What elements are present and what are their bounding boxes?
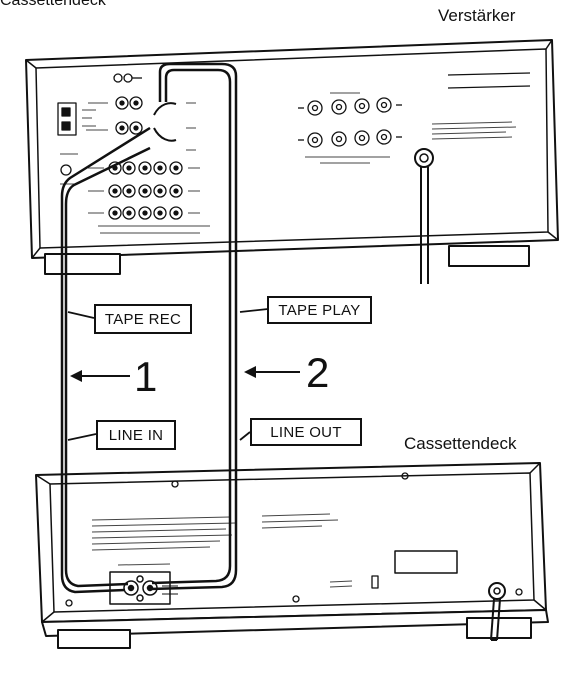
number-arrows <box>70 366 300 382</box>
callout-line-in: LINE IN <box>96 420 176 450</box>
amplifier-warning-print <box>431 72 531 140</box>
cassette-deck-panel-print <box>91 513 353 588</box>
amplifier-label: Verstärker <box>438 6 516 25</box>
cassette-deck-switch <box>371 575 379 589</box>
amplifier-panel-markings <box>60 102 210 234</box>
callout-tape-play: TAPE PLAY <box>267 296 372 324</box>
callout-tape-rec: TAPE REC <box>94 304 192 334</box>
amplifier-unit <box>25 39 559 259</box>
cropped-header-text: Cassettendeck <box>0 0 106 9</box>
amplifier-rca-jacks <box>60 96 183 220</box>
cassette-deck-label: Cassettendeck <box>404 434 517 453</box>
callout-line-out: LINE OUT <box>250 418 362 446</box>
callout-leaders <box>67 308 269 441</box>
cable-number-2: 2 <box>306 349 330 396</box>
amplifier-speaker-terminals <box>298 92 402 164</box>
amplifier-feet <box>44 245 530 275</box>
cassette-deck-unit <box>35 462 549 637</box>
cassette-deck-feet <box>57 617 532 649</box>
cassette-deck-power-cord <box>488 582 506 641</box>
cable-number-1: 1 <box>134 353 158 400</box>
cable-1 <box>60 102 177 594</box>
amplifier-input-panel <box>57 73 142 136</box>
amplifier-power-cord <box>414 148 434 284</box>
cassette-deck-label-plate <box>394 550 458 574</box>
cable-2 <box>149 62 238 591</box>
cassette-deck-screws <box>65 472 523 607</box>
